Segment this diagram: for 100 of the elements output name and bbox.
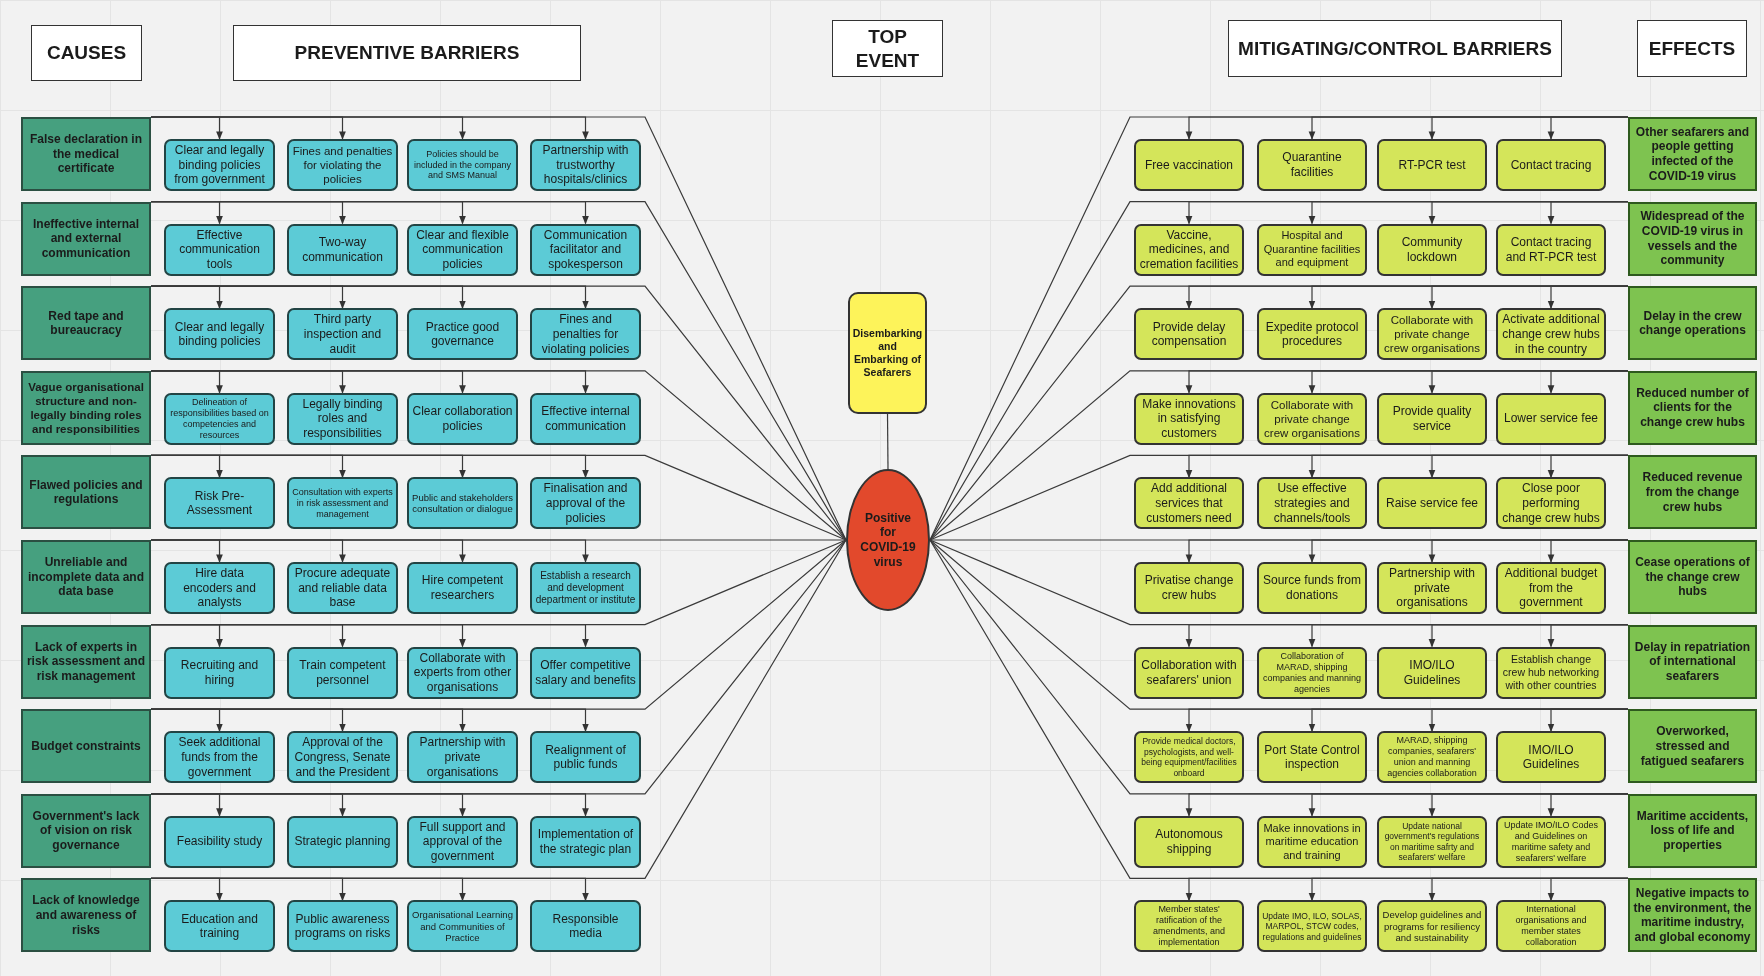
header-box: TOP EVENT (832, 20, 943, 77)
barrier-box: Seek additional funds from the government (164, 731, 275, 784)
barrier-box: Partnership with private organisations (407, 731, 518, 784)
barrier-box: Develop guidelines and programs for resiliency and sustainability (1377, 900, 1487, 953)
effect-box: Reduced revenue from the change crew hubs (1628, 455, 1757, 530)
barrier-box: Establish a research and development department or institute (530, 562, 641, 614)
barrier-box: Raise service fee (1377, 477, 1487, 530)
arrow (1547, 285, 1629, 310)
effect-box: Delay in the crew change operations (1628, 286, 1757, 361)
barrier-box: Collaborate with private change crew organisations (1377, 308, 1487, 361)
barrier-box: Feasibility study (164, 815, 275, 868)
barrier-box: IMO/ILO Guidelines (1496, 731, 1606, 784)
barrier-box: Full support and approval of the government (407, 815, 518, 868)
barrier-box: Update IMO/ILO Codes and Guidelines on maritime safety and seafarers' welfare (1496, 815, 1606, 868)
barrier-box: Member states' ratification of the amendments, and implementation (1134, 900, 1244, 953)
barrier-box: Establish change crew hub networking with other countries (1496, 646, 1606, 699)
barrier-box: Effective internal communication (530, 392, 641, 445)
arrow (1547, 708, 1629, 733)
effect-box: Widespread of the COVID-19 virus in vessels and the community (1628, 201, 1757, 276)
barrier-box: Approval of the Congress, Senate and the President (287, 731, 398, 784)
barrier-box: RT-PCR test (1377, 139, 1487, 191)
header-box: CAUSES (31, 25, 142, 81)
barrier-box: International organisations and member states collaboration (1496, 900, 1606, 953)
connector-line (150, 370, 847, 541)
barrier-box: Close poor performing change crew hubs (1496, 477, 1606, 530)
cause-box: Budget constraints (21, 709, 151, 784)
barrier-box: Free vaccination (1134, 139, 1244, 191)
barrier-box: Organisational Learning and Communities of Practice (407, 900, 518, 953)
barrier-box: Education and training (164, 900, 275, 953)
connector-line (150, 539, 847, 795)
barrier-box: Privatise change crew hubs (1134, 562, 1244, 614)
header-box: EFFECTS (1637, 20, 1747, 77)
arrow (1547, 454, 1629, 479)
barrier-box: Update IMO, ILO, SOLAS, MARPOL, STCW codes, regulations and guidelines (1257, 900, 1367, 953)
connector-line (150, 454, 847, 541)
barrier-box: Two-way communication (287, 223, 398, 276)
connector-line (150, 539, 847, 541)
barrier-box: Community lockdown (1377, 223, 1487, 276)
cause-box: Lack of knowledge and awareness of risks (21, 878, 151, 953)
barrier-box: Responsible media (530, 900, 641, 953)
barrier-box: Delineation of responsibilities based on competencies and resources (164, 392, 275, 445)
barrier-box: Provide delay compensation (1134, 308, 1244, 361)
arrow (1547, 877, 1629, 902)
effect-box: Overworked, stressed and fatigued seafarers (1628, 709, 1757, 784)
effect-box: Cease operations of the change crew hubs (1628, 540, 1757, 614)
barrier-box: Collaborate with experts from other organisations (407, 646, 518, 699)
barrier-box: Expedite protocol procedures (1257, 308, 1367, 361)
barrier-box: Make innovations in satisfying customers (1134, 392, 1244, 445)
barrier-box: Contact tracing and RT-PCR test (1496, 223, 1606, 276)
cause-box: Unreliable and incomplete data and data base (21, 540, 151, 614)
hazard-box: Disembarking and Embarking of Seafarers (848, 292, 927, 414)
barrier-box: Risk Pre-Assessment (164, 477, 275, 530)
arrow (1547, 624, 1629, 648)
barrier-box: Consultation with experts in risk assessment and management (287, 477, 398, 530)
barrier-box: Finalisation and approval of the policies (530, 477, 641, 530)
barrier-box: Hire data encoders and analysts (164, 562, 275, 614)
barrier-box: MARAD, shipping companies, seafarers' union and manning agencies collaboration (1377, 731, 1487, 784)
barrier-box: Quarantine facilities (1257, 139, 1367, 191)
barrier-box: Realignment of public funds (530, 731, 641, 784)
barrier-box: Public and stakeholders consultation or dialogue (407, 477, 518, 530)
barrier-box: Legally binding roles and responsibilities (287, 392, 398, 445)
barrier-box: Fines and penalties for violating the policies (287, 139, 398, 191)
arrow (1547, 116, 1629, 140)
cause-box: Government's lack of vision on risk governance (21, 793, 151, 868)
barrier-box: Clear and flexible communication policies (407, 223, 518, 276)
effect-box: Reduced number of clients for the change crew hubs (1628, 370, 1757, 445)
barrier-box: Provide quality service (1377, 392, 1487, 445)
barrier-box: Use effective strategies and channels/tools (1257, 477, 1367, 530)
barrier-box: Add additional services that customers need (1134, 477, 1244, 530)
barrier-box: Strategic planning (287, 815, 398, 868)
top-event-ellipse: Positive for COVID-19 virus (846, 469, 930, 611)
barrier-box: Implementation of the strategic plan (530, 815, 641, 868)
barrier-box: Collaborate with private change crew organisations (1257, 392, 1367, 445)
barrier-box: Hospital and Quarantine facilities and equipment (1257, 223, 1367, 276)
barrier-box: Autonomous shipping (1134, 815, 1244, 868)
barrier-box: Clear and legally binding policies from government (164, 139, 275, 191)
barrier-box: IMO/ILO Guidelines (1377, 646, 1487, 699)
cause-box: Lack of experts in risk assessment and risk management (21, 624, 151, 699)
barrier-box: Communication facilitator and spokesperson (530, 223, 641, 276)
effect-box: Delay in repatriation of international seafarers (1628, 624, 1757, 699)
cause-box: Ineffective internal and external communication (21, 201, 151, 276)
cause-box: Vague organisational structure and non-legally binding roles and responsibilities (21, 370, 151, 445)
cause-box: Flawed policies and regulations (21, 455, 151, 530)
arrow (1547, 539, 1629, 563)
effect-box: Negative impacts to the environment, the maritime industry, and global economy (1628, 878, 1757, 953)
barrier-box: Clear and legally binding policies (164, 308, 275, 361)
barrier-box: Partnership with trustworthy hospitals/clinics (530, 139, 641, 191)
connector-line (886, 413, 889, 470)
barrier-box: Offer competitive salary and benefits (530, 646, 641, 699)
connector-line (150, 539, 847, 879)
barrier-box: Update national government's regulations on maritime safrty and seafarers' welfare (1377, 815, 1487, 868)
connector-line (150, 539, 847, 626)
barrier-box: Effective communication tools (164, 223, 275, 276)
barrier-box: Port State Control inspection (1257, 731, 1367, 784)
header-box: PREVENTIVE BARRIERS (233, 25, 581, 81)
barrier-box: Practice good governance (407, 308, 518, 361)
barrier-box: Source funds from donations (1257, 562, 1367, 614)
barrier-box: Additional budget from the government (1496, 562, 1606, 614)
barrier-box: Clear collaboration policies (407, 392, 518, 445)
barrier-box: Public awareness programs on risks (287, 900, 398, 953)
